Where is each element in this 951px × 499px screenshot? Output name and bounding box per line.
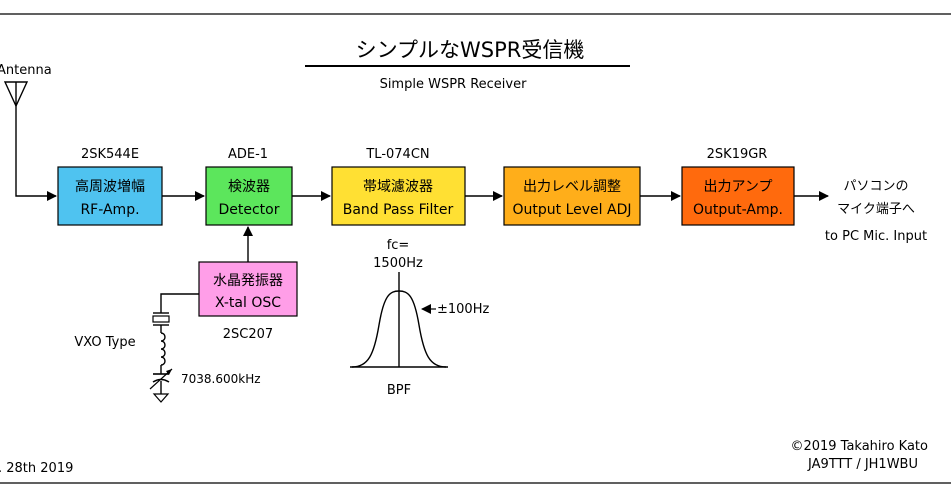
oscillator-box: [198, 261, 298, 317]
osc-feed-line: [160, 293, 199, 313]
output-level-label-en: Output Level ADJ: [513, 202, 632, 218]
oscillator-part-number: 2SC207: [223, 327, 273, 342]
bpf-fc-value: 1500Hz: [373, 256, 423, 271]
bpf-response-curve: [350, 272, 448, 368]
antenna-label: Antenna: [0, 63, 52, 78]
variable-capacitor-icon: [149, 368, 173, 390]
oscillator-label-jp: 水晶発振器: [213, 273, 283, 289]
rf-amp-part-number: 2SK544E: [81, 147, 139, 162]
coil-icon: [160, 332, 166, 366]
output-level-block: 出力レベル調整 Output Level ADJ: [503, 166, 641, 226]
rf-amp-block: 2SK544E 高周波増幅 RF-Amp.: [57, 147, 163, 226]
output-amp-label-jp: 出力アンプ: [703, 179, 772, 195]
detector-block: ADE-1 検波器 Detector: [205, 147, 293, 226]
detector-label-en: Detector: [218, 202, 279, 218]
diagram-subtitle: Simple WSPR Receiver: [380, 77, 528, 92]
footer-callsigns: JA9TTT / JH1WBU: [807, 457, 918, 472]
bpf-bandwidth-label: ±100Hz: [437, 302, 489, 317]
rf-amp-label-en: RF-Amp.: [80, 202, 139, 218]
bpf-label-jp: 帯域濾波器: [363, 179, 433, 195]
detector-label-jp: 検波器: [228, 179, 270, 195]
oscillator-label-en: X-tal OSC: [215, 295, 281, 311]
bpf-label-en: Band Pass Filter: [343, 202, 454, 218]
output-label-line1: パソコンの: [843, 179, 908, 194]
bpf-caption: BPF: [387, 383, 411, 398]
bpf-fc-label: fc=: [387, 238, 410, 253]
crystal-icon: [152, 312, 170, 326]
oscillator-block: 水晶発振器 X-tal OSC 2SC207: [198, 261, 298, 342]
rf-amp-box: [57, 166, 163, 226]
rf-amp-label-jp: 高周波増幅: [75, 178, 145, 195]
output-label-line3: to PC Mic. Input: [825, 229, 927, 244]
footer-copyright: ©2019 Takahiro Kato: [790, 439, 928, 454]
detector-box: [205, 166, 293, 226]
antenna-feed-line: [15, 106, 57, 201]
bpf-block: TL-074CN 帯域濾波器 Band Pass Filter: [331, 147, 466, 226]
detector-part-number: ADE-1: [228, 147, 268, 162]
output-amp-block: 2SK19GR 出力アンプ Output-Amp.: [681, 147, 795, 226]
bpf-part-number: TL-074CN: [365, 147, 429, 162]
output-level-label-jp: 出力レベル調整: [523, 179, 621, 195]
vxo-type-label: VXO Type: [74, 335, 135, 350]
output-label-line2: マイク端子へ: [837, 202, 915, 217]
footer-date: . 28th 2019: [0, 461, 73, 476]
output-level-box: [503, 166, 641, 226]
diagram-title: シンプルなWSPR受信機: [356, 38, 585, 62]
output-amp-label-en: Output-Amp.: [693, 202, 783, 218]
ground-icon: [152, 393, 170, 403]
output-amp-part-number: 2SK19GR: [707, 147, 768, 162]
frequency-label: 7038.600kHz: [181, 372, 261, 386]
antenna-icon: [3, 81, 29, 108]
